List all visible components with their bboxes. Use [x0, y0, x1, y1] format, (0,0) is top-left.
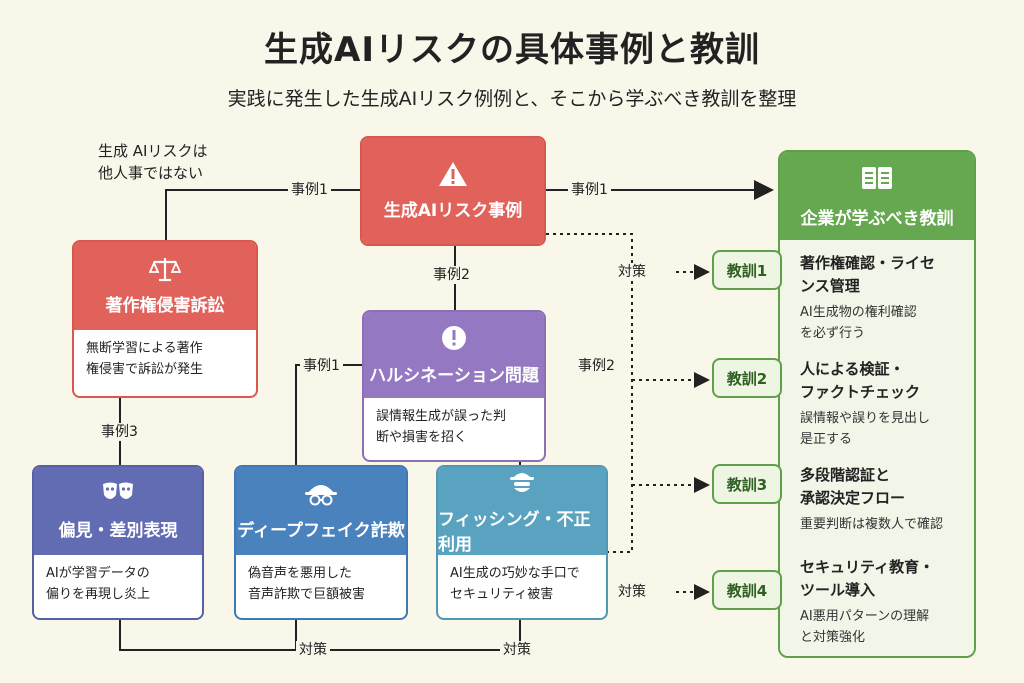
case-copyright: 著作権侵害訴訟 無断学習による著作 権侵害で訴訟が発生: [72, 240, 258, 398]
case-deepfake: ディープフェイク詐欺 偽音声を悪用した 音声詐欺で巨額被害: [234, 465, 408, 620]
lesson-4-desc-2: と対策強化: [800, 630, 866, 645]
page-subtitle: 実践に発生した生成AIリスク例例と、そこから学ぶべき教訓を整理: [227, 88, 797, 110]
lesson-tag-3: 教訓3: [712, 464, 782, 504]
case-deepfake-title: ディープフェイク詐欺: [237, 521, 405, 541]
lesson-2-desc-2: 是正する: [800, 432, 853, 447]
lesson-3-desc-1: 重要判断は複数人で確認: [800, 517, 944, 532]
case-copyright-desc-2: 権侵害で訴訟が発生: [86, 362, 204, 377]
connector-label-top-right: 事例1: [568, 181, 611, 199]
hacker-icon: [507, 468, 537, 501]
lesson-2-title-2: ファクトチェック: [800, 383, 921, 401]
case-bias-desc-2: 偏りを再現し炎上: [46, 587, 151, 602]
case-hallucination-desc-1: 誤情報生成が誤った判: [376, 409, 507, 424]
case-phishing: フィッシング・不正利用 AI生成の巧妙な手口で セキュリティ被害: [436, 465, 608, 620]
case-bias-desc-1: AIが学習データの: [46, 566, 150, 581]
lesson-1-title-2: ンス管理: [800, 277, 860, 295]
lesson-1-desc-1: AI生成物の権利確認: [800, 305, 917, 320]
lesson-4: セキュリティ教育・ ツール導入 AI悪用パターンの理解 と対策強化: [800, 556, 970, 648]
book-icon: [860, 164, 894, 198]
lesson-tag-2: 教訓2: [712, 358, 782, 398]
side-note-line-1: 生成 AIリスクは: [98, 142, 208, 160]
connector-label-left-down: 事例3: [98, 423, 141, 441]
case-phishing-desc-2: セキュリティ被害: [450, 587, 554, 602]
case-hallucination: ハルシネーション問題 誤情報生成が誤った判 断や損害を招く: [362, 310, 546, 462]
lesson-1-desc-2: を必ず行う: [800, 326, 866, 341]
connector-label-bottom-right: 対策: [500, 641, 534, 659]
case-phishing-desc-1: AI生成の巧妙な手口で: [450, 566, 580, 581]
lesson-4-title-2: ツール導入: [800, 581, 876, 599]
connector-label-measure-lower: 対策: [615, 583, 649, 601]
connector-label-hallucination-left: 事例1: [300, 357, 343, 375]
side-note: 生成 AIリスクは 他人事ではない: [98, 140, 207, 184]
case-hallucination-title: ハルシネーション問題: [369, 366, 539, 386]
lesson-3-title-1: 多段階認証と: [800, 466, 891, 484]
lessons-panel: 企業が学ぶべき教訓: [778, 150, 976, 658]
spy-icon: [304, 481, 338, 512]
scales-icon: [148, 256, 182, 287]
lesson-tag-4: 教訓4: [712, 570, 782, 610]
alert-icon: [440, 324, 468, 357]
lessons-panel-title: 企業が学ぶべき教訓: [800, 208, 954, 229]
connector-label-top-left: 事例1: [288, 181, 331, 199]
masks-icon: [101, 481, 135, 512]
lesson-2-desc-1: 誤情報や誤りを見出し: [800, 411, 931, 426]
case-bias: 偏見・差別表現 AIが学習データの 偏りを再現し炎上: [32, 465, 204, 620]
page-title: 生成AIリスクの具体事例と教訓: [264, 30, 760, 70]
case-copyright-desc-1: 無断学習による著作: [86, 341, 203, 356]
connector-label-hallucination-right: 事例2: [575, 357, 618, 375]
case-copyright-title: 著作権侵害訴訟: [105, 296, 225, 316]
case-deepfake-desc-1: 偽音声を悪用した: [248, 566, 353, 581]
lesson-2-title-1: 人による検証・: [800, 360, 905, 378]
lesson-1: 著作権確認・ライセ ンス管理 AI生成物の権利確認 を必ず行う: [800, 252, 970, 344]
connector-label-bottom-left: 対策: [296, 641, 330, 659]
case-hallucination-desc-2: 断や損害を招く: [376, 430, 468, 445]
lesson-3-title-2: 承認決定フロー: [800, 489, 906, 507]
case-phishing-title: フィッシング・不正利用: [438, 509, 591, 555]
lesson-1-title-1: 著作権確認・ライセ: [800, 254, 936, 272]
lesson-4-desc-1: AI悪用パターンの理解: [800, 609, 930, 624]
case-deepfake-desc-2: 音声詐欺で巨額被害: [248, 587, 366, 602]
main-risk-box: 生成AIリスク事例: [360, 136, 546, 246]
connector-label-center: 事例2: [430, 266, 473, 284]
lesson-4-title-1: セキュリティ教育・: [800, 558, 935, 576]
side-note-line-2: 他人事ではない: [98, 164, 204, 182]
lesson-3: 多段階認証と 承認決定フロー 重要判断は複数人で確認: [800, 464, 970, 535]
warning-icon: [438, 161, 468, 192]
lesson-2: 人による検証・ ファクトチェック 誤情報や誤りを見出し 是正する: [800, 358, 970, 450]
case-bias-title: 偏見・差別表現: [58, 521, 178, 541]
connector-label-measure-upper: 対策: [615, 263, 649, 281]
lesson-tag-1: 教訓1: [712, 250, 782, 290]
main-risk-title: 生成AIリスク事例: [383, 201, 523, 221]
